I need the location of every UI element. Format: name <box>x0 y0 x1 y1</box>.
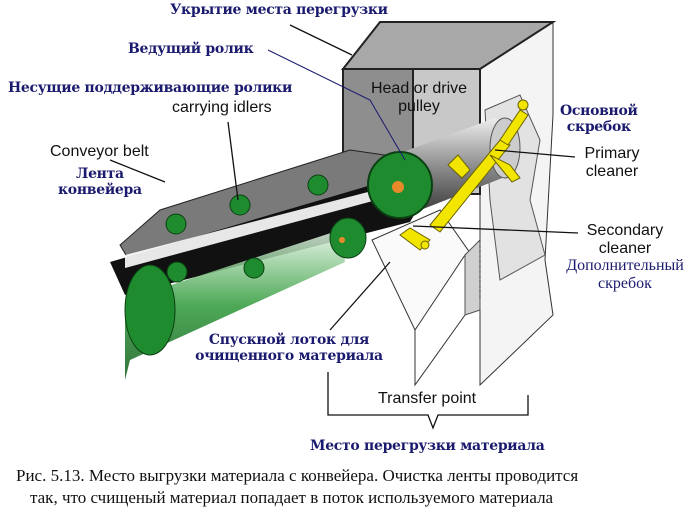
head-pulley-label-en: Head or drive pulley <box>364 80 474 117</box>
chute-label-ru: Спускной лоток для очищенного материала <box>185 332 393 364</box>
idlers-label-en: carrying idlers <box>172 99 272 116</box>
primary-ru-line-1: Основной <box>560 103 638 119</box>
carrying-idlers <box>124 174 367 380</box>
primary-cleaner-label-ru: Основной скребок <box>560 103 638 135</box>
transfer-point-label-ru: Место перегрузки материала <box>310 438 545 454</box>
primary-cleaner-label-en: Primary cleaner <box>572 145 652 182</box>
chute-ru-line-1: Спускной лоток для <box>208 332 370 348</box>
secondary-cleaner-label-ru: Дополнительный скребок <box>555 257 695 294</box>
belt-label-en: Conveyor belt <box>50 143 149 160</box>
idlers-label-ru: Несущие поддерживающие ролики <box>8 80 293 96</box>
cleaners <box>399 99 529 251</box>
chute-ru-line-2: очищенного материала <box>195 348 383 365</box>
head-pulley-line-2: pulley <box>398 98 440 116</box>
primary-en-line-1: Primary <box>584 145 640 162</box>
leader-lines <box>109 24 579 430</box>
primary-en-line-2: cleaner <box>585 163 639 181</box>
belt-label-ru: Лента конвейера <box>58 166 142 198</box>
secondary-cleaner-label-en: Secondary cleaner <box>580 222 670 259</box>
belt-ru-line-1: Лента <box>76 166 124 182</box>
belt-ru-line-2: конвейера <box>58 182 142 199</box>
head-pulley-line-1: Head or drive <box>370 80 468 97</box>
transfer-point-label-en: Transfer point <box>378 390 477 407</box>
secondary-en-line-2: cleaner <box>598 240 652 258</box>
caption-line-1: Рис. 5.13. Место выгрузки материала с ко… <box>16 466 579 485</box>
conveyor-belt <box>110 149 420 295</box>
drive-pulley-label-ru: Ведущий ролик <box>128 41 254 57</box>
cover-label: Укрытие места перегрузки <box>170 2 388 18</box>
secondary-ru-line-1: Дополнительный <box>566 257 684 274</box>
caption-line-2: так, что счищеный материал попадает в по… <box>30 488 554 507</box>
primary-ru-line-2: скребок <box>566 119 631 136</box>
secondary-ru-line-2: скребок <box>598 275 652 293</box>
secondary-en-line-1: Secondary <box>586 222 664 239</box>
